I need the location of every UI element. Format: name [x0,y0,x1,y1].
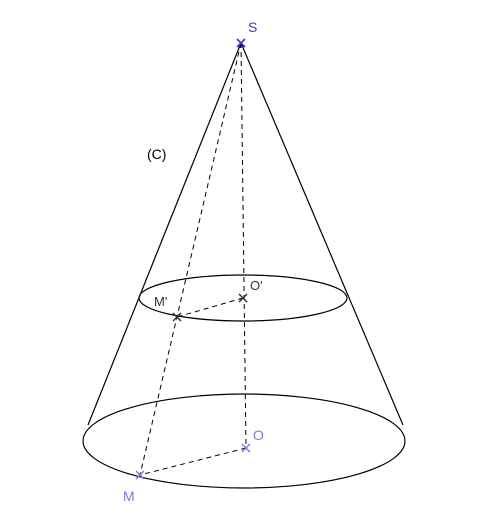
cone-left-generatrix [87,42,242,426]
label-s: S [248,19,257,35]
point-s-marker [236,38,246,48]
label-cone: (C) [147,146,166,162]
segment-s-o [240,42,247,449]
point-oprime-marker [238,293,248,303]
section-ellipse [138,274,348,322]
segment-s-m [139,42,242,476]
point-mprime-marker [172,312,182,322]
segment-o-m [139,447,247,476]
label-o: O [253,427,264,443]
label-m: M [123,488,135,504]
segment-oprime-mprime [176,297,244,318]
label-oprime: O' [250,278,263,293]
point-o-marker [241,443,251,453]
point-m-marker [135,470,145,480]
label-mprime: M' [154,294,167,309]
base-ellipse [82,393,406,489]
cone-right-generatrix [240,42,404,426]
